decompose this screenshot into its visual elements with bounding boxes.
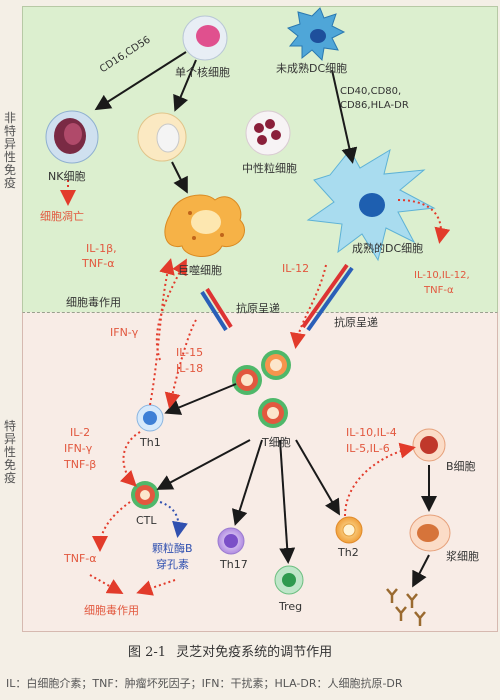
th1-cytokines-label-2: IFN-γ (64, 442, 93, 455)
figure-caption: 图 2-1 灵芝对免疫系统的调节作用 (128, 641, 332, 660)
nonspecific-immunity-panel (22, 6, 498, 312)
diagram-graphics (45, 7, 451, 626)
plasma-cell-icon (409, 514, 451, 552)
il18-label: IL-18 (176, 362, 204, 375)
ctl-label: CTL (136, 514, 157, 527)
red-dotted-arrows (60, 180, 451, 596)
th17-icon (217, 527, 245, 555)
nk-cell-label: NK细胞 (48, 170, 86, 183)
b-cell-label: B细胞 (446, 460, 476, 473)
abbreviation-legend: IL：白细胞介素；TNF：肿瘤坏死因子；IFN：干扰素；HLA-DR：人细胞抗原… (6, 677, 403, 690)
th2-cytokines-label-1: IL-10,IL-4 (346, 426, 397, 439)
antigen-presentation-label-1: 抗原呈递 (236, 302, 280, 315)
plasma-cell-label: 浆细胞 (446, 550, 479, 563)
immature-dc-label: 未成熟DC细胞 (276, 62, 348, 75)
macrophage-label: 巨噬细胞 (178, 264, 222, 277)
ctl-tnf-label: TNF-α (64, 552, 97, 565)
il15-label: IL-15 (176, 346, 204, 359)
treg-icon (274, 565, 304, 595)
th2-label: Th2 (338, 546, 359, 559)
t-cell-label: T细胞 (262, 436, 291, 449)
antigen-presentation-right-icon (301, 263, 354, 332)
th1-label: Th1 (140, 436, 161, 449)
neutrophil-label: 中性粒细胞 (242, 162, 297, 175)
cell-apoptosis-label: 细胞凋亡 (40, 210, 84, 223)
mac-cytokines-label-1: IL-1β, (86, 242, 117, 255)
il12-label: IL-12 (282, 262, 310, 275)
dc-markers-label-2: CD86,HLA-DR (340, 100, 409, 111)
mature-dc-icon (306, 148, 436, 262)
th17-label: Th17 (220, 558, 248, 571)
specific-immunity-label: 特异性免疫 (3, 419, 16, 485)
dc-cytokines-label-2: TNF-α (424, 285, 454, 296)
ctl-icon (131, 481, 159, 509)
th2-icon (335, 516, 363, 544)
figure-number: 图 2-1 (128, 645, 167, 660)
blue-dotted-arrow (159, 501, 188, 538)
antibody-icon (386, 588, 426, 626)
th1-cytokines-label-3: TNF-β (64, 458, 97, 471)
antigen-presentation-left-icon (200, 287, 233, 332)
nk-cell-icon (45, 110, 99, 164)
th1-cytokines-label-1: IL-2 (70, 426, 91, 439)
nonspecific-immunity-label: 非特异性免疫 (3, 111, 16, 190)
immature-dc-icon (286, 7, 346, 62)
neutrophil-icon (245, 110, 291, 156)
dc-markers-label-1: CD40,CD80, (340, 86, 402, 97)
th1-icon (136, 404, 164, 432)
macrophage-precursor-icon (137, 112, 187, 162)
b-cell-icon (412, 428, 446, 462)
monocyte-icon (182, 15, 228, 61)
mac-cytokines-label-2: TNF-α (82, 257, 115, 270)
black-arrows (94, 51, 437, 588)
antigen-presentation-label-2: 抗原呈递 (334, 316, 378, 329)
t-cell-icon (232, 350, 291, 428)
macrophage-icon (164, 194, 245, 257)
granzyme-label-2: 穿孔素 (156, 558, 189, 571)
granzyme-label-1: 颗粒酶B (152, 542, 193, 555)
treg-label: Treg (279, 600, 303, 613)
dc-cytokines-label-1: IL-10,IL-12, (414, 270, 470, 281)
cytotoxic-label-2: 细胞毒作用 (84, 604, 139, 617)
th2-cytokines-label-2: IL-5,IL-6 (346, 442, 390, 455)
cytotoxic-label-1: 细胞毒作用 (66, 296, 121, 309)
monocyte-label: 单个核细胞 (175, 66, 230, 79)
mature-dc-label: 成熟的DC细胞 (352, 242, 424, 255)
figure-title: 灵芝对免疫系统的调节作用 (176, 645, 333, 660)
ifn-gamma-label: IFN-γ (110, 326, 139, 339)
